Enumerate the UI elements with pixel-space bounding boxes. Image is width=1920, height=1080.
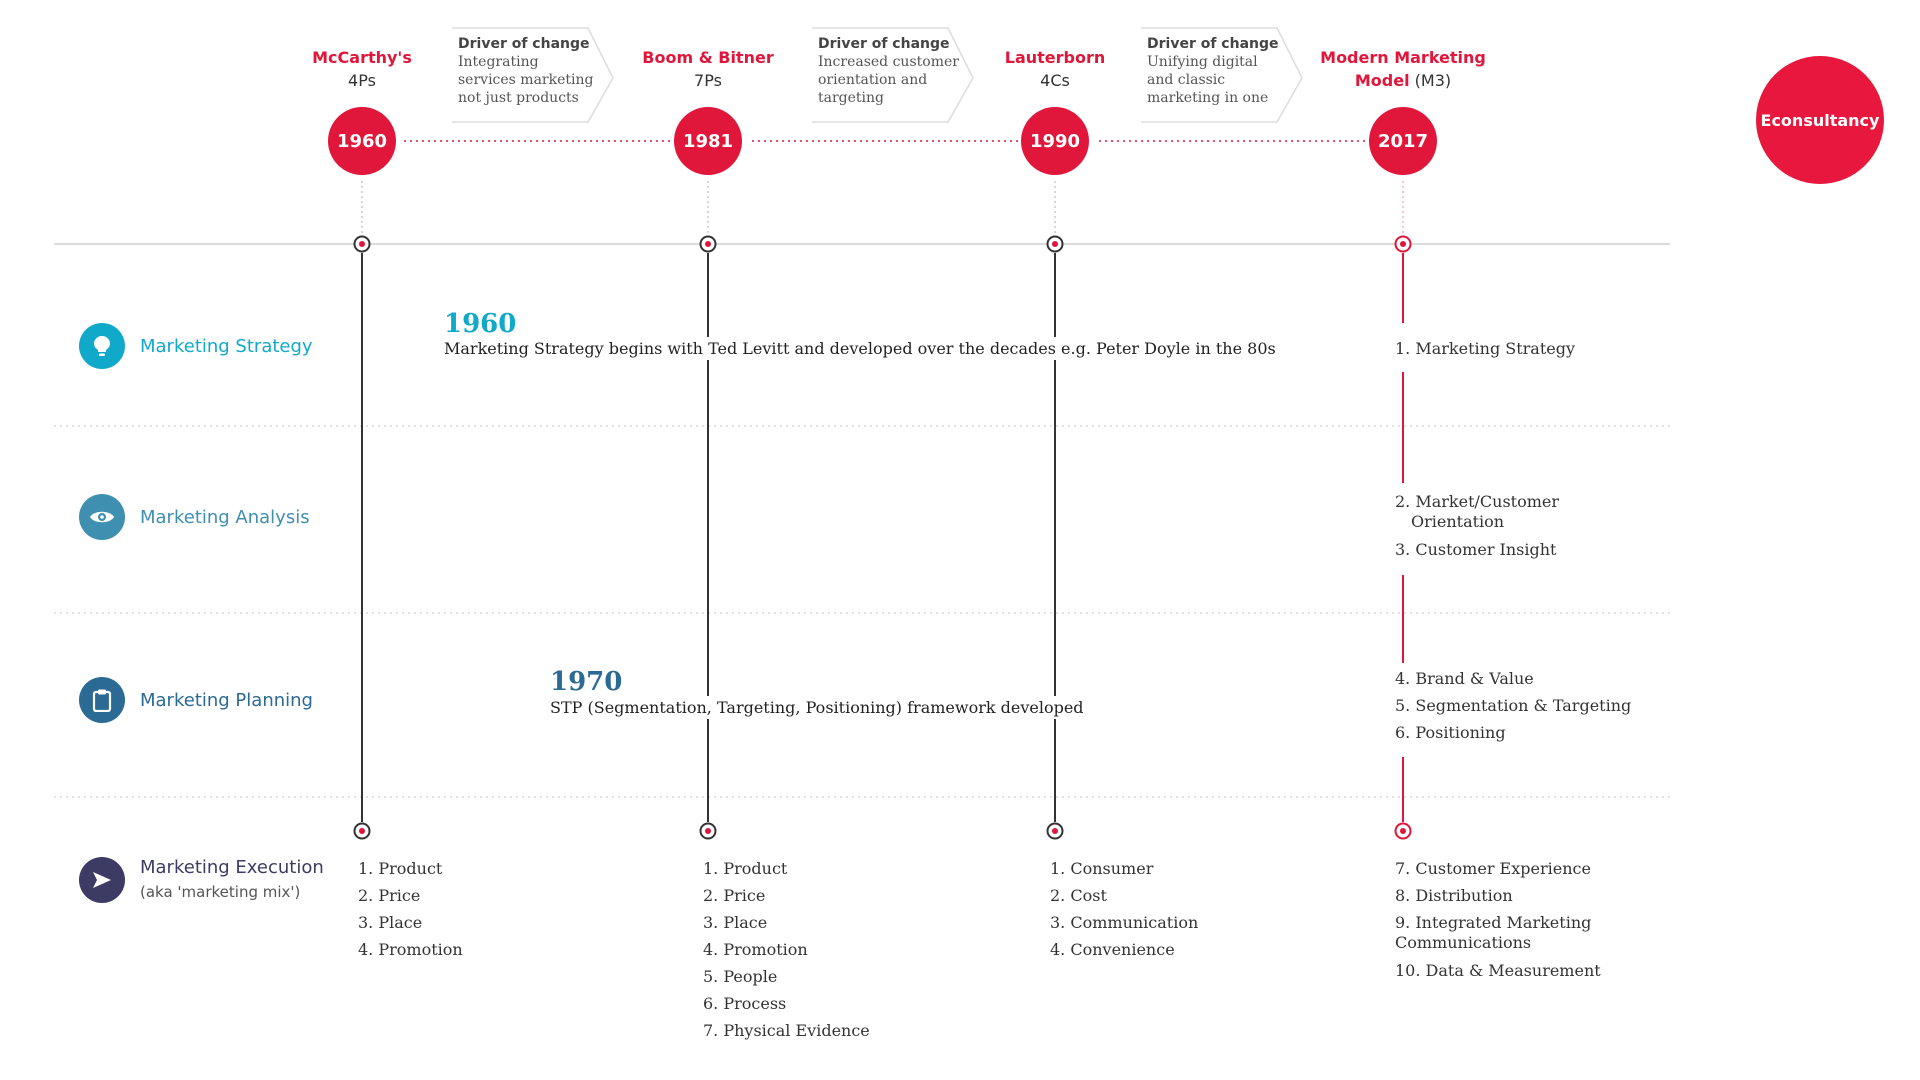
milestone-year-1960: 1960 — [444, 309, 517, 339]
list-item: 1. Consumer — [1050, 859, 1154, 878]
mix-list-4cs: 1. Consumer 2. Cost 3. Communication 4. … — [1050, 855, 1198, 963]
driver-chevron — [812, 27, 974, 123]
driver-title: Driver of change — [458, 36, 590, 52]
m3-list-execution: 7. Customer Experience 8. Distribution 9… — [1395, 855, 1601, 984]
eye-icon — [90, 511, 114, 523]
list-item: 9. Integrated Marketing Communications — [1395, 913, 1595, 953]
driver-line: marketing in one — [1147, 90, 1269, 106]
driver-line: targeting — [818, 90, 884, 106]
list-item: 4. Convenience — [1050, 940, 1175, 959]
driver-line: orientation and — [818, 72, 928, 88]
lane-icon-execution — [79, 857, 125, 903]
year-badge-1990: 1990 — [1021, 107, 1089, 175]
clipboard-icon — [92, 689, 112, 712]
list-item: 3. Place — [358, 913, 423, 932]
era-title: Model — [1354, 71, 1410, 90]
arrow-right-icon — [93, 872, 111, 888]
milestone-year-1970: 1970 — [550, 667, 623, 697]
year-badge-2017: 2017 — [1369, 107, 1437, 175]
list-item: 1. Product — [358, 859, 443, 878]
list-item: 5. Segmentation & Targeting — [1395, 696, 1632, 715]
list-item: 5. People — [703, 967, 778, 986]
driver-of-change-3: Driver of change Unifying digital and cl… — [1147, 35, 1297, 107]
mix-list-4ps: 1. Product 2. Price 3. Place 4. Promotio… — [358, 855, 463, 963]
driver-line: Unifying digital — [1147, 54, 1258, 70]
list-item: 6. Positioning — [1395, 723, 1506, 742]
era-subtitle: 7Ps — [694, 71, 722, 90]
lane-label-strategy: Marketing Strategy — [140, 336, 313, 357]
econsultancy-logo: Econsultancy — [1756, 56, 1884, 184]
m3-list-planning: 4. Brand & Value 5. Segmentation & Targe… — [1395, 665, 1632, 746]
era-subtitle: 4Cs — [1040, 71, 1070, 90]
driver-title: Driver of change — [818, 36, 950, 52]
timeline-node-dot — [1052, 828, 1058, 834]
era-title-line2: Model (M3) — [1293, 69, 1513, 92]
lane-icon-strategy — [79, 323, 125, 369]
milestone-text-1970: STP (Segmentation, Targeting, Positionin… — [550, 696, 1084, 719]
driver-line: not just products — [458, 90, 579, 106]
lane-title: Marketing Execution — [140, 857, 324, 878]
era-title: Boom & Bitner — [642, 48, 774, 67]
lane-label-planning: Marketing Planning — [140, 690, 313, 711]
driver-line: Integrating — [458, 54, 539, 70]
list-item: 3. Communication — [1050, 913, 1199, 932]
era-header-1981: Boom & Bitner 7Ps — [598, 46, 818, 92]
driver-line: services marketing — [458, 72, 594, 88]
list-item: 4. Brand & Value — [1395, 669, 1534, 688]
driver-of-change-1: Driver of change Integrating services ma… — [458, 35, 608, 107]
lane-icon-planning — [79, 677, 125, 723]
mix-list-7ps: 1. Product 2. Price 3. Place 4. Promotio… — [703, 855, 870, 1044]
driver-of-change-2: Driver of change Increased customer orie… — [818, 35, 968, 107]
list-item-text: 9. Integrated Marketing Communications — [1395, 913, 1592, 952]
era-title: Lauterborn — [1004, 48, 1106, 67]
list-item: 1. Marketing Strategy — [1395, 339, 1576, 358]
list-item: 7. Physical Evidence — [703, 1021, 870, 1040]
timeline-node-dot — [705, 828, 711, 834]
list-item: 8. Distribution — [1395, 886, 1513, 905]
list-item: 2. Price — [358, 886, 421, 905]
driver-line: Increased customer — [818, 54, 959, 70]
timeline-node-dot — [1400, 828, 1406, 834]
era-subtitle: 4Ps — [348, 71, 376, 90]
era-header-2017: Modern Marketing Model (M3) — [1293, 46, 1513, 92]
list-item-text: 2. Market/Customer Orientation — [1395, 492, 1560, 531]
list-item: 2. Market/Customer Orientation — [1395, 492, 1581, 532]
list-item: 3. Place — [703, 913, 768, 932]
year-badge-1981: 1981 — [674, 107, 742, 175]
list-item: 3. Customer Insight — [1395, 540, 1557, 559]
driver-title: Driver of change — [1147, 36, 1279, 52]
era-title: Modern Marketing — [1320, 48, 1486, 67]
timeline-node-dot — [359, 828, 365, 834]
m3-list-analysis: 2. Market/Customer Orientation 3. Custom… — [1395, 488, 1581, 563]
list-item: 2. Price — [703, 886, 766, 905]
lane-label-analysis: Marketing Analysis — [140, 507, 310, 528]
year-badge-1960: 1960 — [328, 107, 396, 175]
list-item: 1. Product — [703, 859, 788, 878]
timeline-node-dot — [705, 241, 711, 247]
era-subtitle: (M3) — [1409, 71, 1452, 90]
list-item: 10. Data & Measurement — [1395, 961, 1601, 980]
lane-note: (aka 'marketing mix') — [140, 883, 301, 901]
list-item: 7. Customer Experience — [1395, 859, 1591, 878]
list-item: 2. Cost — [1050, 886, 1107, 905]
timeline-node-dot — [1400, 241, 1406, 247]
list-item: 4. Promotion — [358, 940, 463, 959]
lane-icon-analysis — [79, 494, 125, 540]
milestone-text-1960: Marketing Strategy begins with Ted Levit… — [444, 337, 1276, 360]
list-item: 4. Promotion — [703, 940, 808, 959]
era-header-1960: McCarthy's 4Ps — [252, 46, 472, 92]
timeline-node-dot — [359, 241, 365, 247]
lightbulb-icon — [94, 336, 110, 356]
driver-line: and classic — [1147, 72, 1226, 88]
era-header-1990: Lauterborn 4Cs — [945, 46, 1165, 92]
list-item: 6. Process — [703, 994, 787, 1013]
m3-list-strategy: 1. Marketing Strategy — [1395, 335, 1576, 362]
era-title: McCarthy's — [312, 48, 412, 67]
driver-chevron — [452, 27, 614, 123]
lane-label-execution: Marketing Execution (aka 'marketing mix'… — [140, 856, 324, 904]
timeline-node-dot — [1052, 241, 1058, 247]
driver-chevron — [1141, 27, 1303, 123]
